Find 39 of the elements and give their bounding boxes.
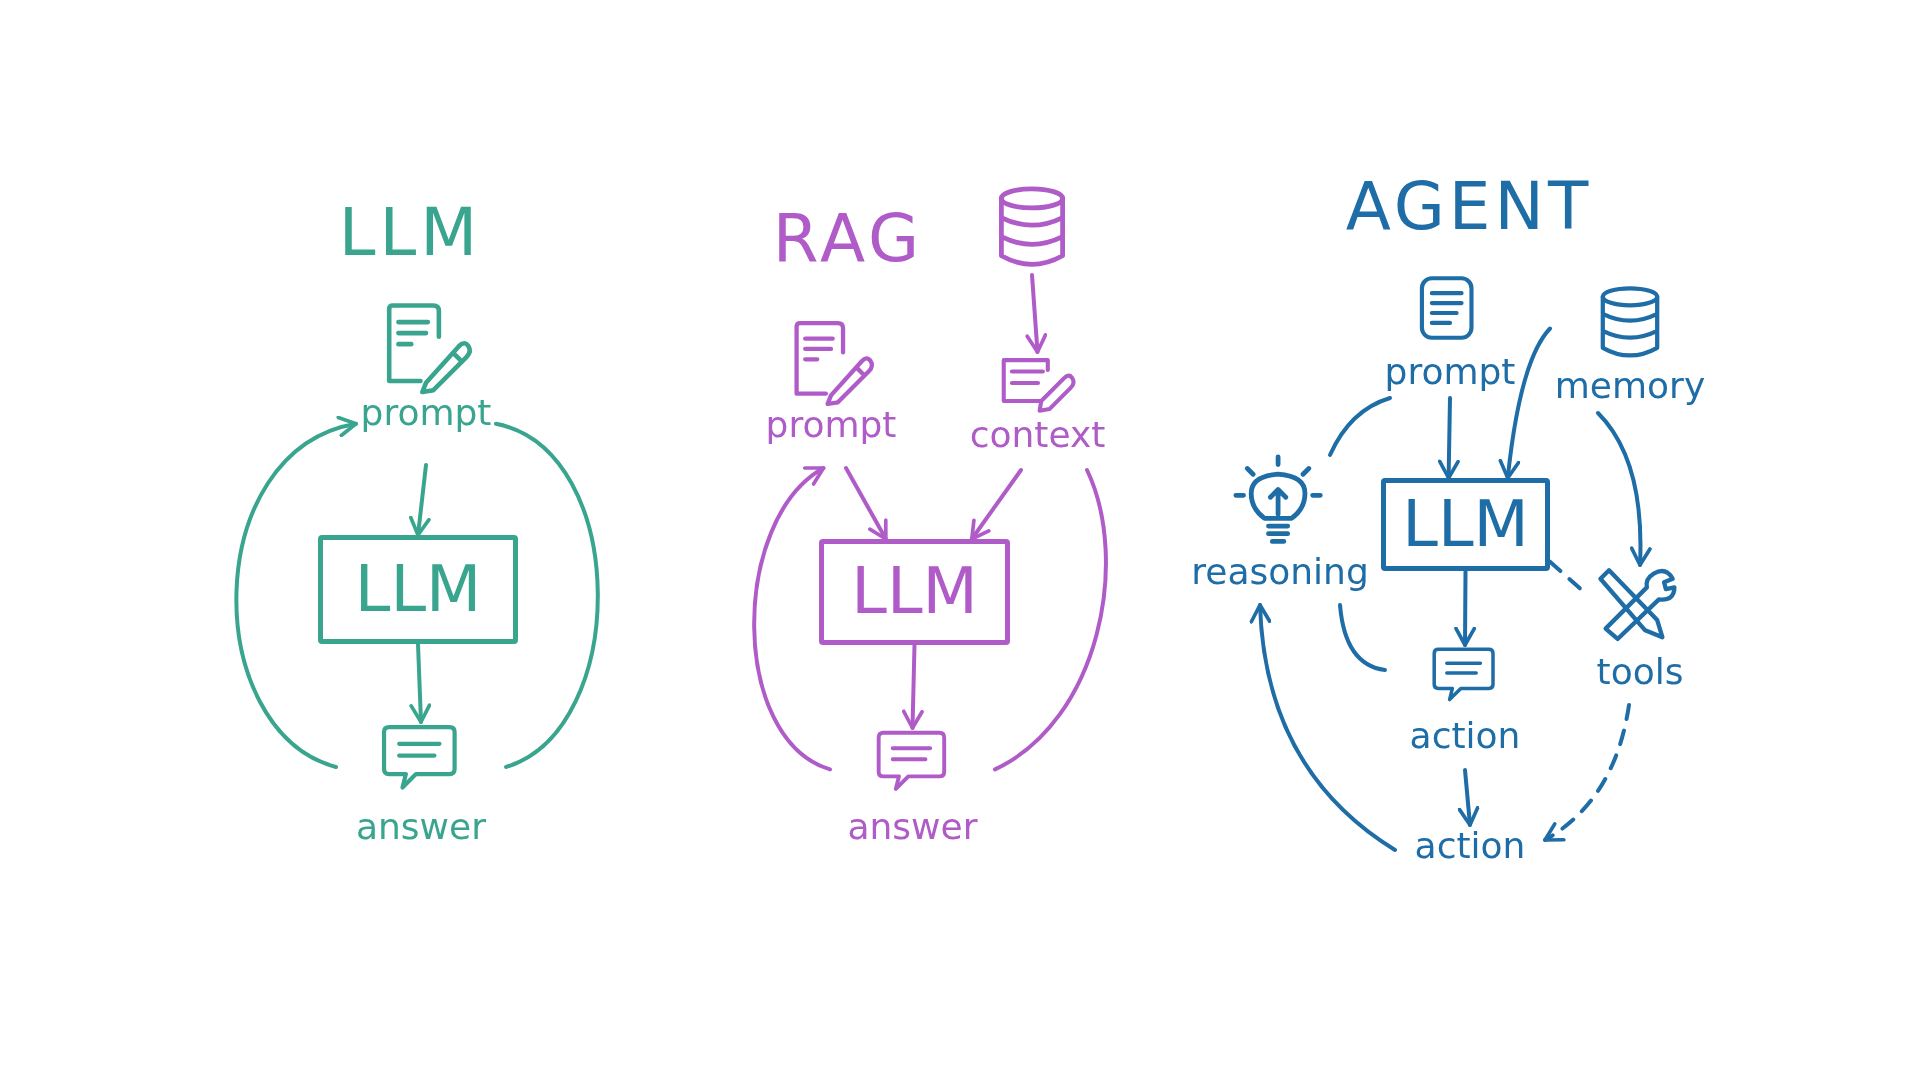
node-label: prompt (1384, 351, 1516, 393)
node-label: answer (356, 806, 486, 848)
connector-line (494, 421, 600, 769)
node-label: prompt (360, 392, 492, 434)
llm-box (318, 535, 518, 644)
arrow (1596, 411, 1652, 567)
arrow (844, 466, 888, 541)
node-label: prompt (765, 404, 897, 446)
arrow (752, 466, 832, 772)
arrow (234, 418, 358, 769)
box-label: LLM (1402, 487, 1529, 562)
node-label: action (1409, 715, 1521, 757)
arrow (1543, 703, 1631, 842)
section-heading: AGENT (1345, 167, 1593, 245)
section-heading: LLM (338, 193, 482, 271)
arrow (969, 468, 1023, 541)
llm-box (819, 539, 1010, 645)
node-label: answer (847, 806, 978, 848)
node-label: context (969, 414, 1106, 456)
arrow (1250, 603, 1397, 852)
connector-line (993, 468, 1108, 772)
node-label: tools (1596, 651, 1684, 693)
arrow (408, 463, 431, 537)
arrow (1437, 396, 1460, 480)
box-label: LLM (354, 552, 482, 627)
arrow (1025, 273, 1048, 354)
arrow (1457, 768, 1480, 827)
llm-box (1381, 478, 1550, 571)
connector-line (1328, 396, 1392, 457)
node-label: memory (1554, 365, 1706, 407)
arrow (901, 643, 924, 730)
arrow (1498, 326, 1552, 480)
section-heading: RAG (772, 199, 924, 277)
box-label: LLM (851, 555, 978, 629)
node-label: reasoning (1191, 551, 1369, 593)
arrow (409, 642, 432, 724)
arrow (1454, 569, 1477, 647)
connector-line (1338, 603, 1387, 672)
node-label: action (1414, 825, 1526, 867)
